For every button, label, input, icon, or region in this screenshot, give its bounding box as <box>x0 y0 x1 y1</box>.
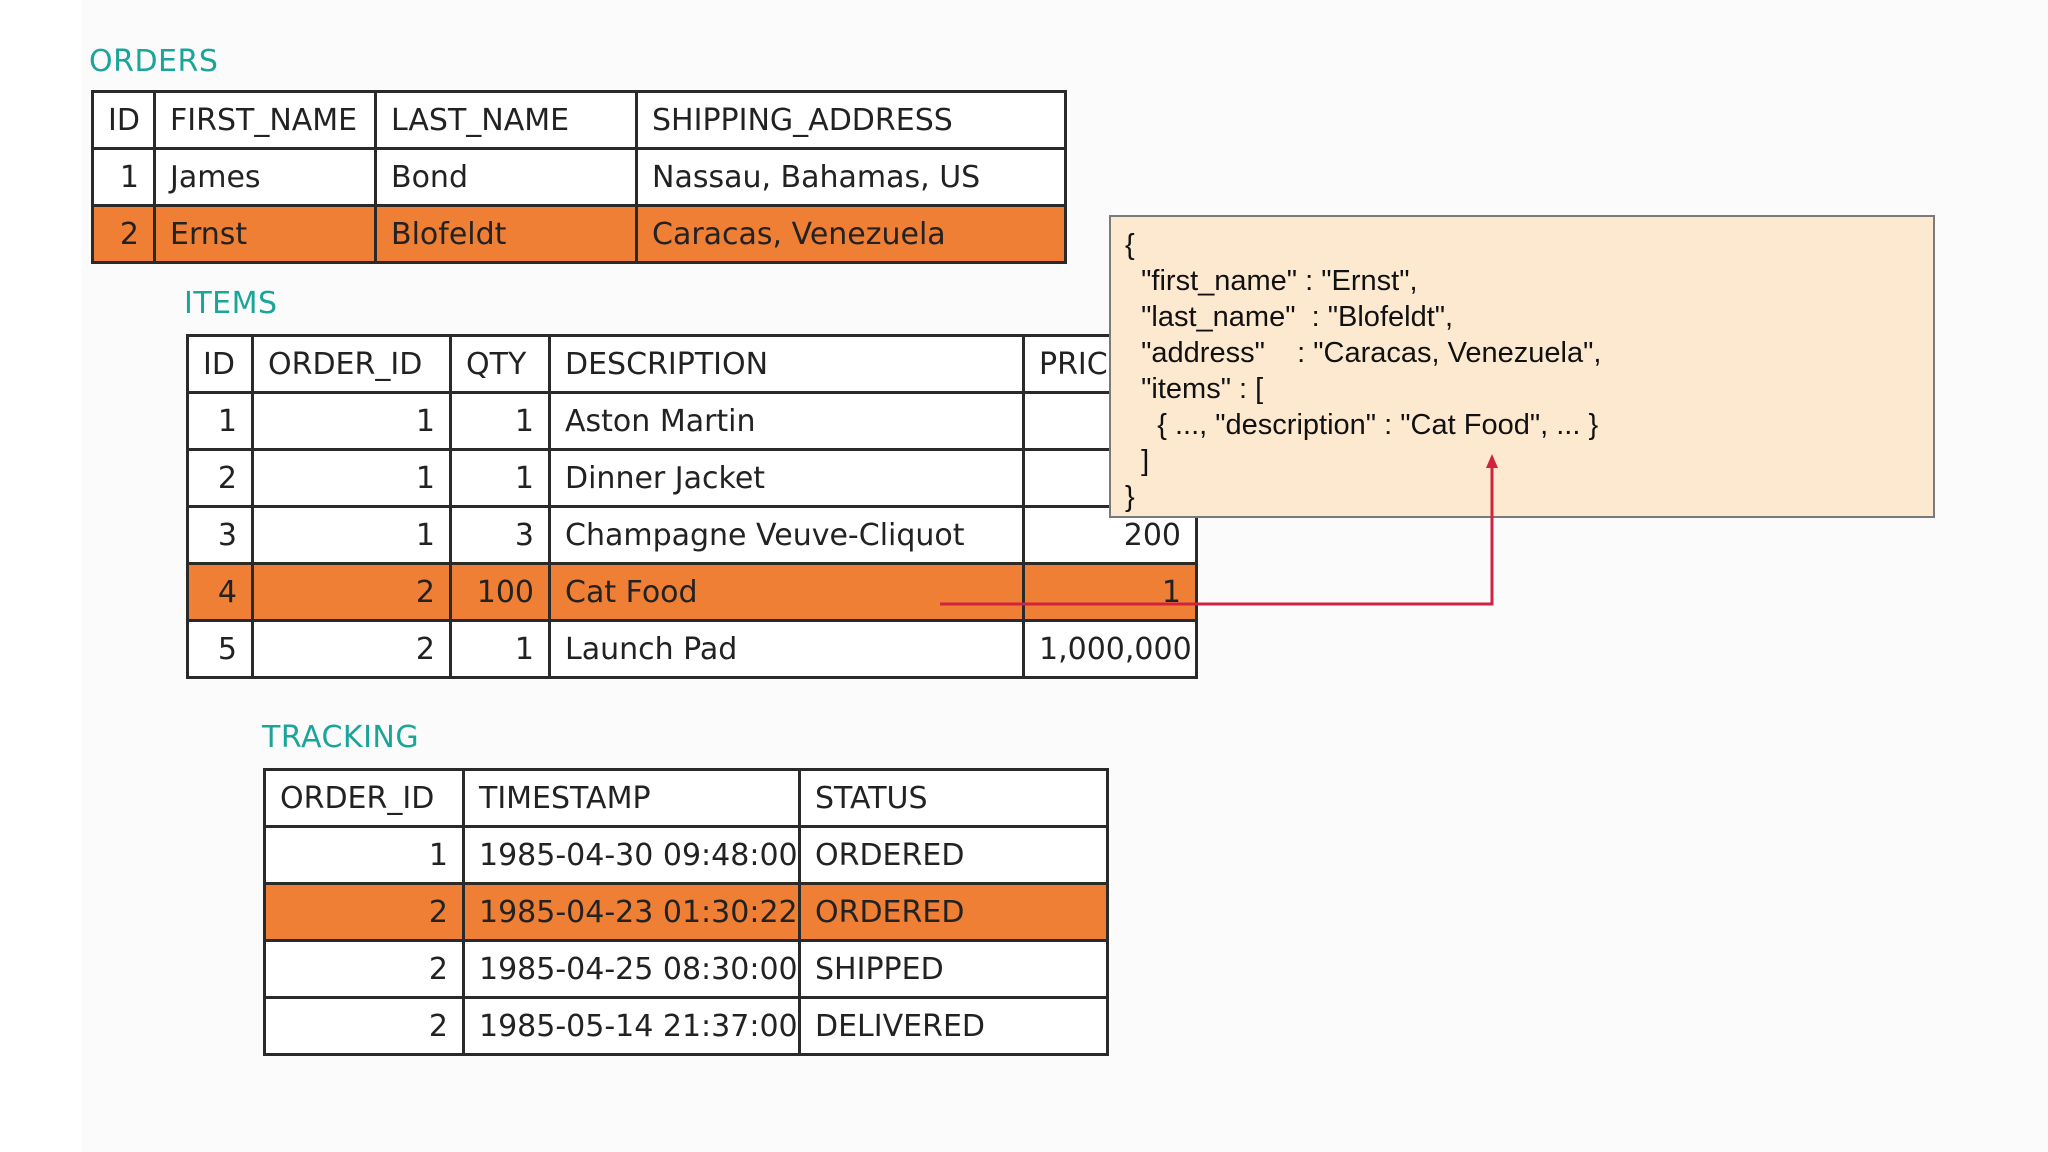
items-cell-order-id: 1 <box>251 391 452 451</box>
items-col-id: ID <box>186 334 254 394</box>
items-row-highlighted: 4 2 100 Cat Food 1 <box>186 562 1198 622</box>
tracking-title: TRACKING <box>262 720 420 755</box>
items-cell-order-id: 1 <box>251 448 452 508</box>
tracking-cell-timestamp: 1985-05-14 21:37:00 <box>462 996 801 1056</box>
items-cell-order-id: 2 <box>251 619 452 679</box>
tracking-table: ORDER_ID TIMESTAMP STATUS 1 1985-04-30 0… <box>263 768 1109 1056</box>
items-header-row: ID ORDER_ID QTY DESCRIPTION PRICE <box>186 334 1198 394</box>
items-row: 5 2 1 Launch Pad 1,000,000 <box>186 619 1198 679</box>
items-title: ITEMS <box>184 286 278 321</box>
items-row: 3 1 3 Champagne Veuve-Cliquot 200 <box>186 505 1198 565</box>
orders-row-highlighted: 2 Ernst Blofeldt Caracas, Venezuela <box>91 204 1067 264</box>
items-cell-description: Cat Food <box>548 562 1025 622</box>
items-cell-description: Champagne Veuve-Cliquot <box>548 505 1025 565</box>
orders-table: ID FIRST_NAME LAST_NAME SHIPPING_ADDRESS… <box>91 90 1067 264</box>
tracking-cell-status: DELIVERED <box>798 996 1109 1056</box>
json-line: "first_name" : "Ernst", <box>1125 265 1418 297</box>
items-cell-price: 1 <box>1022 562 1198 622</box>
items-cell-id: 3 <box>186 505 254 565</box>
tracking-cell-status: ORDERED <box>798 882 1109 942</box>
items-cell-qty: 100 <box>449 562 551 622</box>
items-cell-qty: 1 <box>449 391 551 451</box>
tracking-row: 2 1985-04-25 08:30:00 SHIPPED <box>263 939 1109 999</box>
orders-cell-id: 2 <box>91 204 156 264</box>
json-line: "last_name" : "Blofeldt", <box>1125 301 1454 333</box>
items-cell-id: 5 <box>186 619 254 679</box>
items-row: 1 1 1 Aston Martin 120 <box>186 391 1198 451</box>
orders-cell-id: 1 <box>91 147 156 207</box>
items-cell-order-id: 1 <box>251 505 452 565</box>
orders-title: ORDERS <box>89 44 219 79</box>
json-line: "address" : "Caracas, Venezuela", <box>1125 337 1602 369</box>
tracking-col-timestamp: TIMESTAMP <box>462 768 801 828</box>
items-col-qty: QTY <box>449 334 551 394</box>
items-cell-qty: 3 <box>449 505 551 565</box>
tracking-col-status: STATUS <box>798 768 1109 828</box>
items-cell-description: Launch Pad <box>548 619 1025 679</box>
orders-col-shipping-address: SHIPPING_ADDRESS <box>635 90 1067 150</box>
items-cell-id: 4 <box>186 562 254 622</box>
orders-row: 1 James Bond Nassau, Bahamas, US <box>91 147 1067 207</box>
tracking-row: 2 1985-05-14 21:37:00 DELIVERED <box>263 996 1109 1056</box>
orders-cell-first-name: James <box>153 147 377 207</box>
items-table: ID ORDER_ID QTY DESCRIPTION PRICE 1 1 1 … <box>186 334 1198 679</box>
tracking-row: 1 1985-04-30 09:48:00 ORDERED <box>263 825 1109 885</box>
orders-col-id: ID <box>91 90 156 150</box>
json-document-box: { "first_name" : "Ernst", "last_name" : … <box>1109 215 1935 518</box>
items-cell-qty: 1 <box>449 619 551 679</box>
orders-cell-address: Caracas, Venezuela <box>635 204 1067 264</box>
items-cell-description: Aston Martin <box>548 391 1025 451</box>
json-line: "items" : [ <box>1125 373 1264 405</box>
items-col-order-id: ORDER_ID <box>251 334 452 394</box>
tracking-cell-timestamp: 1985-04-23 01:30:22 <box>462 882 801 942</box>
items-row: 2 1 1 Dinner Jacket 4 <box>186 448 1198 508</box>
orders-col-last-name: LAST_NAME <box>374 90 638 150</box>
orders-header-row: ID FIRST_NAME LAST_NAME SHIPPING_ADDRESS <box>91 90 1067 150</box>
tracking-cell-order-id: 2 <box>263 939 465 999</box>
tracking-cell-status: ORDERED <box>798 825 1109 885</box>
json-line: { <box>1125 229 1135 261</box>
json-line: } <box>1125 481 1135 513</box>
json-line: ] <box>1125 445 1150 477</box>
json-line: { ..., "description" : "Cat Food", ... } <box>1125 409 1599 441</box>
orders-col-first-name: FIRST_NAME <box>153 90 377 150</box>
items-cell-qty: 1 <box>449 448 551 508</box>
tracking-col-order-id: ORDER_ID <box>263 768 465 828</box>
tracking-cell-order-id: 2 <box>263 882 465 942</box>
tracking-row-highlighted: 2 1985-04-23 01:30:22 ORDERED <box>263 882 1109 942</box>
items-cell-id: 1 <box>186 391 254 451</box>
tracking-cell-timestamp: 1985-04-25 08:30:00 <box>462 939 801 999</box>
items-cell-description: Dinner Jacket <box>548 448 1025 508</box>
items-cell-price: 1,000,000 <box>1022 619 1198 679</box>
items-cell-id: 2 <box>186 448 254 508</box>
orders-cell-address: Nassau, Bahamas, US <box>635 147 1067 207</box>
tracking-cell-order-id: 2 <box>263 996 465 1056</box>
orders-cell-first-name: Ernst <box>153 204 377 264</box>
orders-cell-last-name: Bond <box>374 147 638 207</box>
tracking-cell-order-id: 1 <box>263 825 465 885</box>
items-cell-order-id: 2 <box>251 562 452 622</box>
items-col-description: DESCRIPTION <box>548 334 1025 394</box>
tracking-cell-status: SHIPPED <box>798 939 1109 999</box>
tracking-cell-timestamp: 1985-04-30 09:48:00 <box>462 825 801 885</box>
tracking-header-row: ORDER_ID TIMESTAMP STATUS <box>263 768 1109 828</box>
orders-cell-last-name: Blofeldt <box>374 204 638 264</box>
